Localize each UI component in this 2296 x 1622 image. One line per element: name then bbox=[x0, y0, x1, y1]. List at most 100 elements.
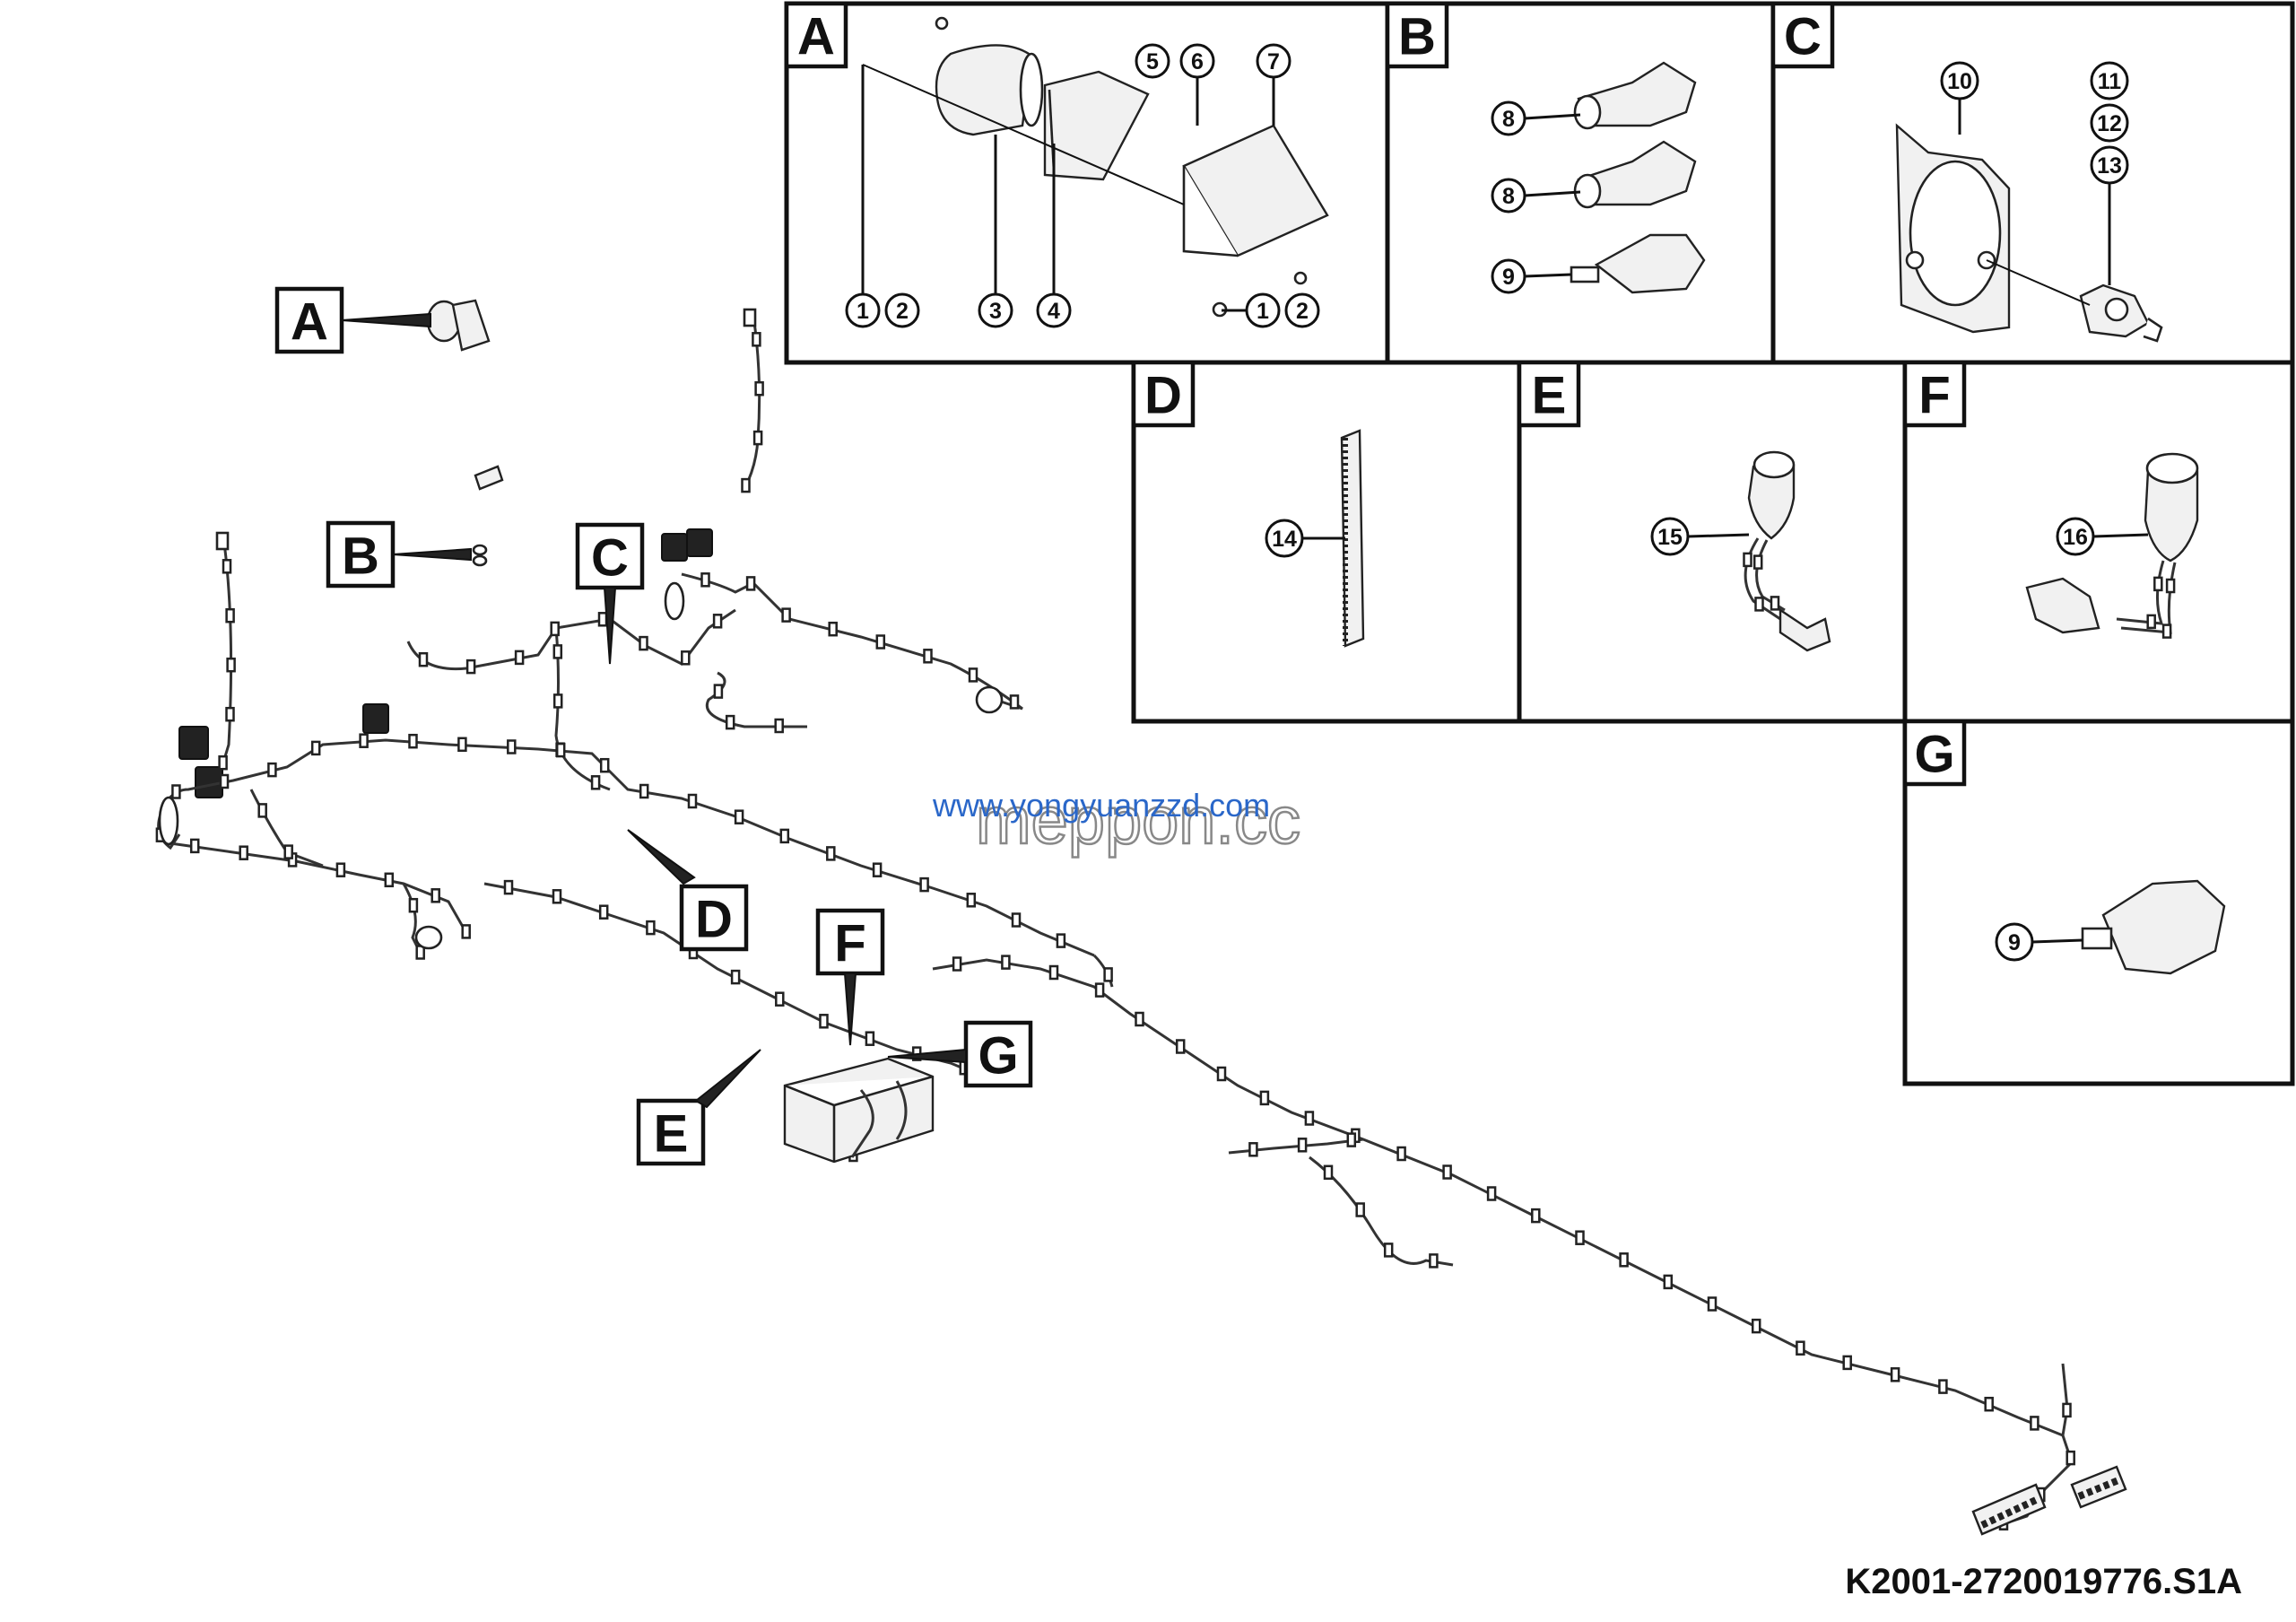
harness-clip bbox=[408, 897, 419, 913]
panel-d-tag: D bbox=[1131, 360, 1196, 428]
harness-clip bbox=[2030, 1416, 2039, 1431]
harness-clip bbox=[430, 888, 440, 903]
harness-clip bbox=[310, 740, 321, 756]
svg-text:F: F bbox=[1918, 367, 1950, 425]
harness-clip bbox=[875, 634, 886, 650]
svg-text:3: 3 bbox=[989, 299, 1002, 324]
harness-clip bbox=[222, 559, 232, 574]
harness-clip bbox=[1216, 1066, 1227, 1082]
harness-clip bbox=[1743, 552, 1752, 568]
harness-clip bbox=[745, 576, 756, 591]
harness-clip bbox=[1011, 912, 1022, 928]
harness-clip bbox=[2146, 614, 2156, 630]
connector-loops bbox=[158, 308, 1004, 950]
harness-clip bbox=[754, 380, 764, 397]
sensor-with-lead-part bbox=[1744, 450, 1831, 652]
horn-part bbox=[935, 16, 1044, 136]
harness-clip bbox=[968, 667, 978, 683]
svg-text:15: 15 bbox=[1657, 525, 1683, 550]
pressure-switch-part bbox=[1570, 233, 1706, 294]
harness-clip bbox=[225, 706, 235, 722]
svg-text:16: 16 bbox=[2063, 525, 2088, 550]
watermark-url: www.yongyuanzzd.com bbox=[932, 787, 1270, 824]
callout-a-2: 2 bbox=[884, 292, 920, 328]
harness-clip bbox=[457, 737, 467, 753]
harness-clip bbox=[225, 607, 235, 624]
harness-clip bbox=[741, 477, 751, 493]
panel-e: E 15 bbox=[1517, 360, 1831, 652]
callout-b-8: 8 bbox=[1491, 100, 1526, 136]
panel-g: G 9 bbox=[1902, 719, 2226, 975]
harness-clip bbox=[1355, 1202, 1365, 1217]
harness-clip bbox=[774, 718, 784, 734]
svg-text:11: 11 bbox=[2098, 69, 2122, 94]
harness-clip bbox=[335, 862, 346, 877]
overview-tag-b: B bbox=[326, 520, 472, 589]
harness-clip bbox=[779, 828, 790, 844]
panel-g-tag: G bbox=[1902, 719, 1967, 787]
harness-clip bbox=[826, 846, 836, 861]
overview-tag-d: D bbox=[627, 829, 749, 952]
harness-clip bbox=[1297, 1138, 1308, 1153]
pressure-sensor-part bbox=[1573, 140, 1697, 209]
harness-clip bbox=[923, 649, 933, 664]
svg-text:E: E bbox=[654, 1105, 689, 1164]
callout-a-4: 4 bbox=[1036, 292, 1072, 328]
harness-clip bbox=[700, 572, 710, 588]
main-harness-assembly bbox=[155, 299, 2176, 1536]
harness-clip bbox=[1442, 1164, 1452, 1180]
harness-clip bbox=[267, 762, 277, 778]
svg-text:1: 1 bbox=[1257, 299, 1269, 324]
horn-bracket-part bbox=[1043, 70, 1150, 181]
harness-clip bbox=[189, 838, 200, 854]
svg-text:B: B bbox=[342, 528, 379, 586]
harness-clip bbox=[1938, 1379, 1948, 1394]
harness-clip bbox=[552, 889, 562, 904]
callout-a-1b: 1 bbox=[1245, 292, 1281, 328]
harness-clip bbox=[599, 757, 610, 773]
svg-text:G: G bbox=[1914, 726, 1954, 784]
callout-a-2b: 2 bbox=[1284, 292, 1320, 328]
callout-c-12: 12 bbox=[2090, 103, 2129, 143]
svg-text:A: A bbox=[291, 293, 328, 352]
harness-clip bbox=[2062, 1402, 2072, 1418]
harness-clip bbox=[1259, 1090, 1270, 1106]
panel-a-tag: A bbox=[784, 1, 848, 69]
panel-e-tag: E bbox=[1517, 360, 1581, 428]
harness-clip bbox=[418, 651, 429, 667]
overview-tag-e: E bbox=[636, 1049, 761, 1166]
callout-a-1: 1 bbox=[845, 292, 881, 328]
harness-clip bbox=[461, 924, 471, 939]
harness-clip bbox=[552, 693, 563, 709]
harness-clip bbox=[1429, 1253, 1439, 1269]
fuse-box-group bbox=[1971, 1465, 2127, 1536]
callout-b-8b: 8 bbox=[1491, 178, 1526, 214]
svg-text:10: 10 bbox=[1947, 69, 1972, 94]
harness-clip bbox=[952, 956, 962, 972]
harness-clip bbox=[1056, 933, 1066, 948]
battery-box bbox=[783, 1057, 935, 1164]
harness-clip bbox=[555, 742, 566, 758]
harness-clip bbox=[639, 783, 649, 799]
watermarks: meppon.cc www.yongyuanzzd.com bbox=[932, 782, 1301, 859]
harness-clip bbox=[1346, 1132, 1357, 1147]
harness-clip bbox=[1619, 1252, 1629, 1268]
harness-clip bbox=[1575, 1230, 1585, 1245]
harness-clip bbox=[1754, 597, 1764, 612]
overview-tag-a: A bbox=[274, 286, 431, 354]
panel-a: A 1 2 3 4 5 6 7 bbox=[784, 1, 1329, 328]
panel-d: D 14 bbox=[1131, 360, 1365, 648]
callout-d-14: 14 bbox=[1265, 519, 1304, 558]
harness-clip bbox=[1094, 982, 1105, 998]
svg-text:C: C bbox=[591, 529, 629, 588]
svg-text:C: C bbox=[1784, 8, 1822, 66]
harness-clip bbox=[1486, 1186, 1497, 1201]
svg-text:2: 2 bbox=[1296, 299, 1309, 324]
harness-clip bbox=[734, 809, 744, 824]
svg-text:9: 9 bbox=[2008, 930, 2021, 955]
harness-clip bbox=[2153, 576, 2163, 592]
svg-text:12: 12 bbox=[2097, 111, 2122, 136]
harness-clip bbox=[1796, 1340, 1805, 1356]
harness-clip bbox=[1663, 1274, 1674, 1290]
